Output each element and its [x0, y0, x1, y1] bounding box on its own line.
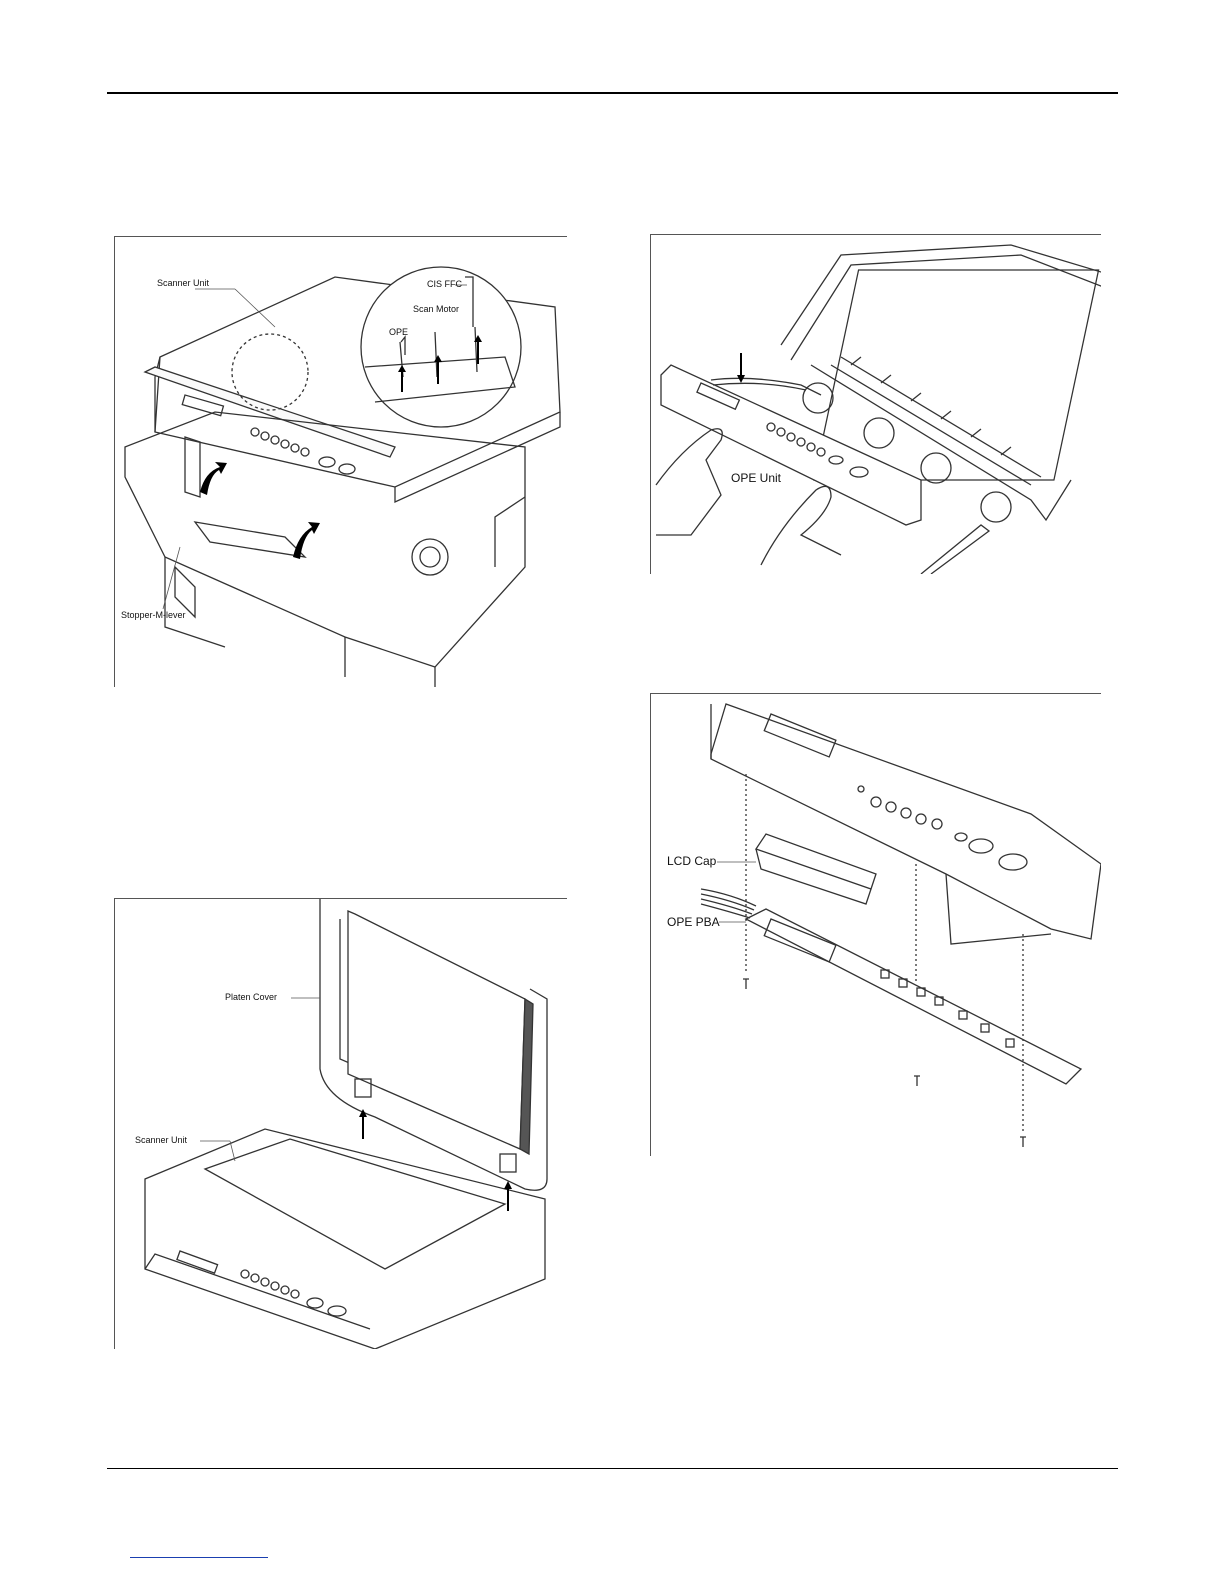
figure-ope-exploded-view: LCD Cap OPE PBA [650, 693, 1101, 1156]
label-platen-cover: Platen Cover [225, 992, 277, 1002]
platen-cover-illustration [115, 899, 567, 1349]
label-stopper-m-lever: Stopper-M-lever [121, 610, 186, 620]
figure-platen-cover-removal: Platen Cover Scanner Unit [114, 898, 567, 1349]
label-ope-unit: OPE Unit [731, 471, 781, 485]
footer-link-underline[interactable] [130, 1557, 268, 1558]
label-ope: OPE [389, 327, 408, 337]
label-ope-pba: OPE PBA [667, 915, 720, 929]
label-scan-motor: Scan Motor [413, 304, 459, 314]
ope-unit-illustration [651, 235, 1101, 574]
figure-scanner-unit-removal: Scanner Unit CIS FFC Scan Motor OPE Stop… [114, 236, 567, 687]
footer-rule [107, 1468, 1118, 1469]
figure-ope-unit-release: OPE Unit [650, 234, 1101, 574]
label-scanner-unit: Scanner Unit [157, 278, 209, 288]
label-scanner-unit-2: Scanner Unit [135, 1135, 187, 1145]
label-cis-ffc: CIS FFC [427, 279, 462, 289]
header-rule [107, 92, 1118, 94]
label-lcd-cap: LCD Cap [667, 854, 716, 868]
